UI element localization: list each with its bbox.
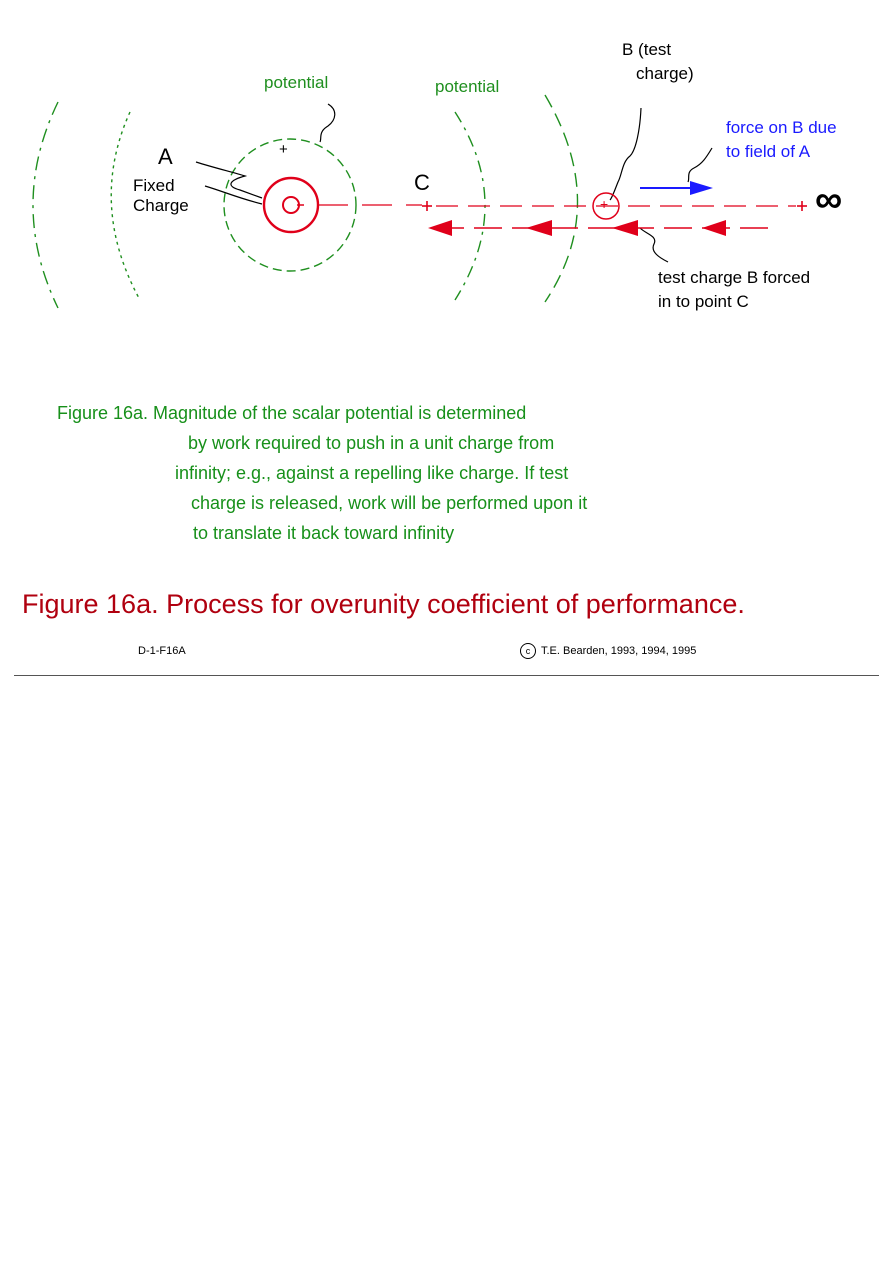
potential-label-right: potential (435, 77, 500, 96)
caption-line-5: to translate it back toward infinity (193, 523, 455, 543)
copyright-icon: c (520, 643, 536, 659)
potential-plus-sign: + (279, 141, 288, 158)
charge-b-plus-sign: + (600, 196, 609, 212)
force-arrow-head (690, 181, 713, 195)
potential-arc-outer-left (32, 101, 59, 309)
return-arrow-head-1 (428, 220, 452, 236)
point-c-label: C (414, 170, 430, 195)
charge-a-inner-ring (282, 196, 300, 214)
potential-label-left: potential (264, 73, 329, 92)
caption-line-3: infinity; e.g., against a repelling like… (175, 463, 569, 483)
charge-b-label-line2: charge) (636, 64, 694, 83)
potential-arc-outer-right (544, 94, 579, 303)
figure-id: D-1-F16A (138, 645, 186, 657)
infinity-symbol: ∞ (815, 179, 843, 221)
charge-a-description-line1: Fixed (133, 176, 175, 195)
force-label-line1: force on B due (726, 118, 837, 137)
footer-divider (14, 675, 879, 676)
potential-arc-inner-left (110, 111, 141, 301)
charge-a-outer-ring (262, 176, 320, 234)
forced-label-line1: test charge B forced (658, 268, 811, 287)
copyright-notice: c T.E. Bearden, 1993, 1994, 1995 (520, 643, 696, 659)
leader-line-forced (639, 227, 669, 263)
leader-line-a-letter (195, 161, 263, 199)
figure-title: Figure 16a. Process for overunity coeffi… (22, 589, 745, 619)
charge-b-label-line1: B (test (622, 40, 672, 59)
copyright-text: T.E. Bearden, 1993, 1994, 1995 (541, 645, 697, 657)
charge-potential-diagram (32, 94, 807, 309)
figure-caption: Figure 16a. Magnitude of the scalar pote… (57, 398, 587, 548)
forced-label-line2: in to point C (658, 292, 749, 311)
force-label-line2: to field of A (726, 142, 811, 161)
return-arrow-head-3 (612, 220, 638, 236)
leader-line-charge-b (609, 107, 642, 201)
charge-a-description-line2: Charge (133, 196, 189, 215)
charge-a-letter: A (158, 144, 173, 169)
caption-line-1: Figure 16a. Magnitude of the scalar pote… (57, 403, 527, 423)
caption-line-4: charge is released, work will be perform… (191, 493, 588, 513)
caption-line-2: by work required to push in a unit charg… (188, 433, 555, 453)
potential-circle-a (223, 138, 357, 272)
leader-line-fixed-charge (204, 185, 263, 205)
return-arrow-head-2 (526, 220, 552, 236)
leader-line-potential-left (319, 103, 336, 143)
charge-b-circle (592, 192, 620, 220)
leader-line-force (687, 147, 713, 183)
return-arrow-head-4 (702, 220, 726, 236)
